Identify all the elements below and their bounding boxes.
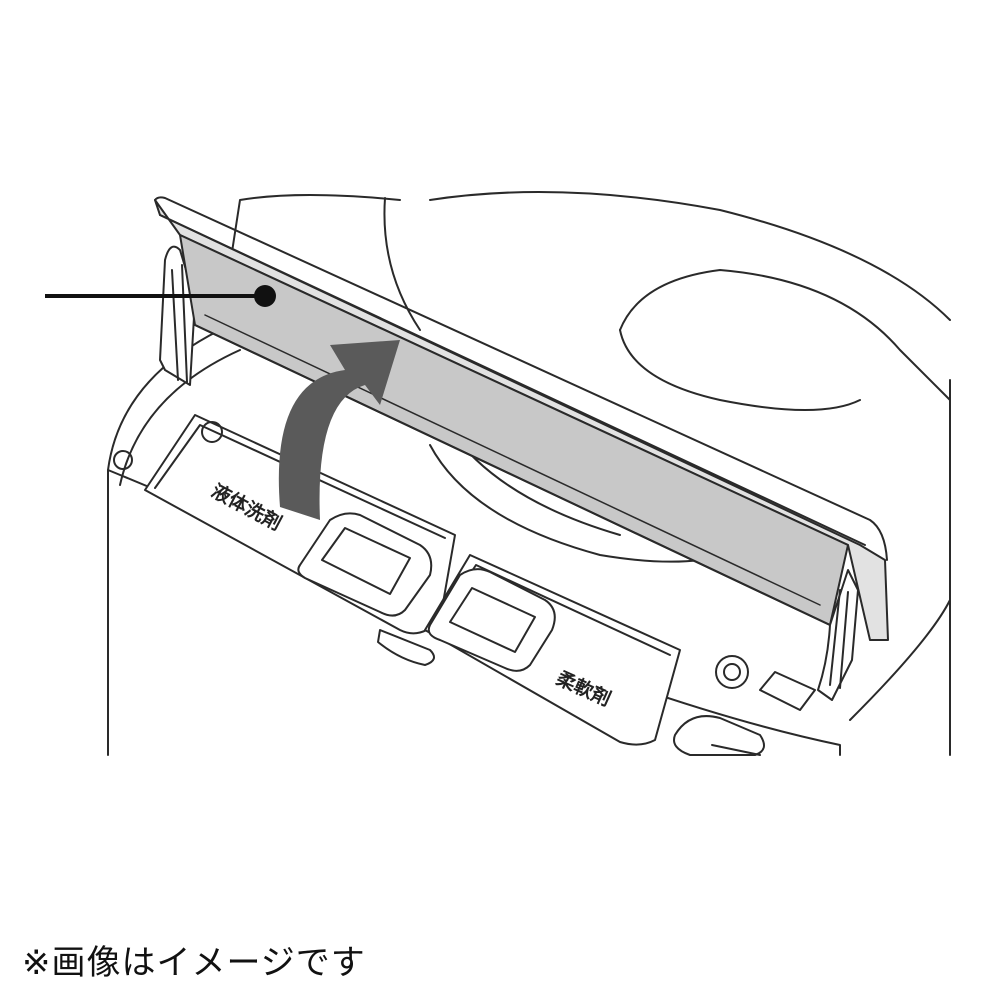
- left-screw: [113, 450, 133, 470]
- lid-panel: [154, 196, 889, 641]
- right-controls: [673, 655, 816, 756]
- open-direction-arrow: [278, 340, 400, 520]
- callout-leader: [45, 285, 276, 307]
- softener-tray: [424, 554, 681, 746]
- right-hinge: [817, 569, 859, 701]
- image-disclaimer: ※画像はイメージです: [22, 943, 366, 983]
